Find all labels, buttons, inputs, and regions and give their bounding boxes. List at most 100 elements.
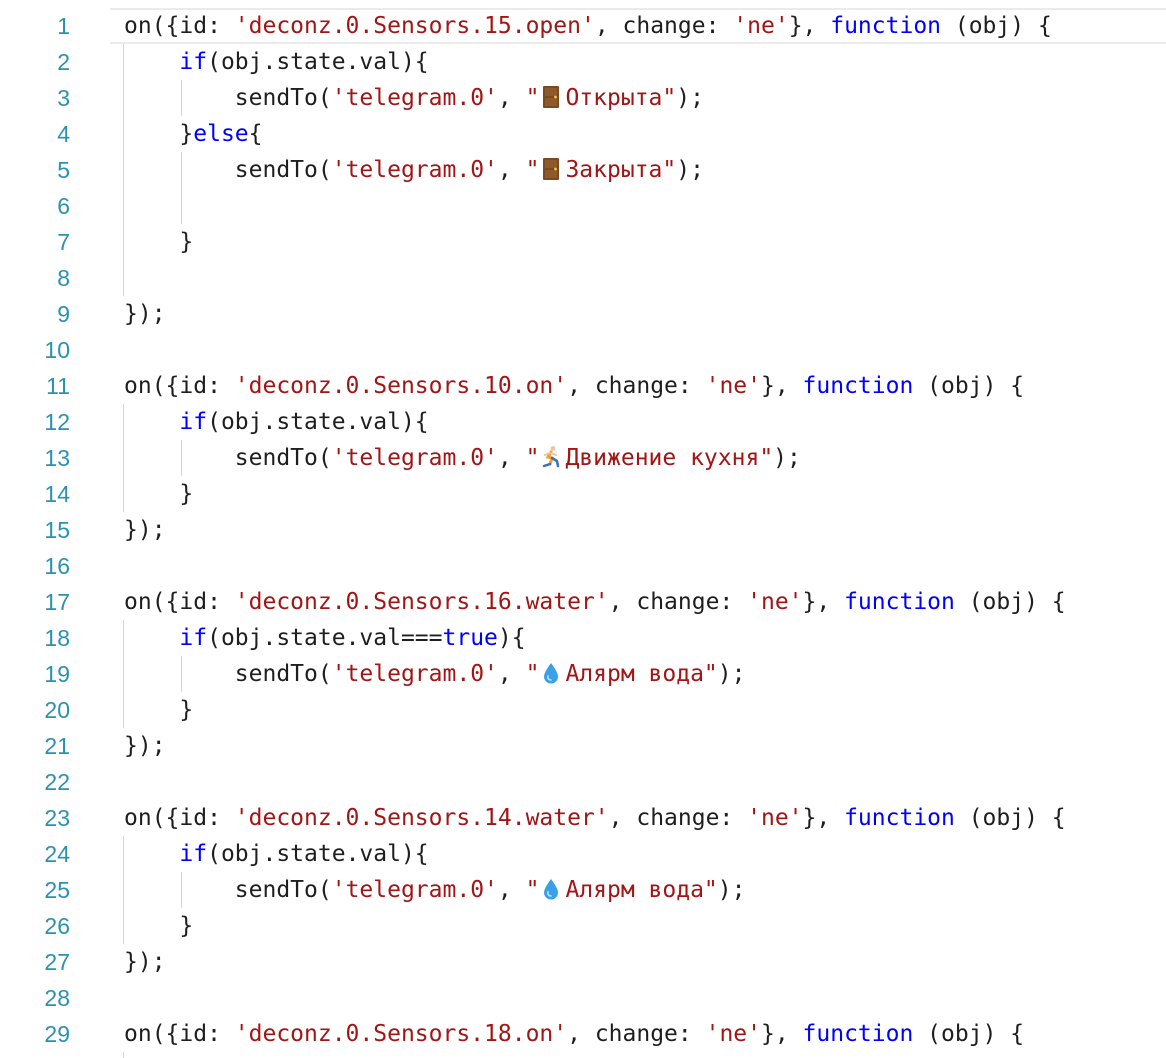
code-line[interactable]: 16	[0, 548, 1166, 584]
code-line[interactable]: 22	[0, 764, 1166, 800]
indent-guide	[181, 656, 182, 692]
line-number: 23	[44, 805, 70, 831]
code-line[interactable]: 4 }else{	[0, 116, 1166, 152]
indent-guide	[123, 908, 124, 944]
code-text[interactable]: on({id: 'deconz.0.Sensors.14.water', cha…	[124, 800, 1166, 836]
string-token: "	[525, 85, 540, 111]
line-number: 9	[57, 301, 70, 327]
code-line[interactable]: 5 sendTo('telegram.0', "Закрыта");	[0, 152, 1166, 188]
code-text[interactable]	[124, 1052, 1166, 1058]
line-number: 1	[57, 13, 70, 39]
code-text[interactable]: sendTo('telegram.0', "Алярм вода");	[124, 872, 1166, 908]
code-text[interactable]: sendTo('telegram.0', "Движение кухня");	[124, 440, 1166, 476]
code-token: sendTo(	[234, 85, 332, 111]
string-token: 'ne'	[705, 1021, 761, 1047]
code-line[interactable]: 9});	[0, 296, 1166, 332]
code-text[interactable]	[124, 188, 1166, 224]
code-line[interactable]: 28	[0, 980, 1166, 1016]
code-line[interactable]: 14 }	[0, 476, 1166, 512]
code-text[interactable]: }	[124, 908, 1166, 944]
door-emoji	[543, 158, 560, 180]
code-text[interactable]: }	[124, 224, 1166, 260]
code-token: );	[717, 661, 746, 687]
code-line[interactable]: 8	[0, 260, 1166, 296]
string-token: 'telegram.0'	[331, 445, 498, 471]
code-line[interactable]: 12 if(obj.state.val){	[0, 404, 1166, 440]
code-line[interactable]: 7 }	[0, 224, 1166, 260]
code-token: },	[802, 805, 845, 831]
code-token: });	[124, 949, 166, 975]
code-text[interactable]: });	[124, 296, 1166, 332]
code-text[interactable]: sendTo('telegram.0', "Открыта");	[124, 80, 1166, 116]
line-number: 28	[44, 985, 70, 1011]
code-line[interactable]: 3 sendTo('telegram.0', "Открыта");	[0, 80, 1166, 116]
indent-guide	[123, 44, 124, 80]
code-text[interactable]: });	[124, 944, 1166, 980]
code-line[interactable]: 21});	[0, 728, 1166, 764]
code-line[interactable]: 24 if(obj.state.val){	[0, 836, 1166, 872]
code-token: (obj) {	[941, 13, 1052, 39]
string-token: Алярм вода"	[565, 661, 718, 687]
code-text[interactable]: sendTo('telegram.0', "Алярм вода");	[124, 656, 1166, 692]
code-text[interactable]: }	[124, 476, 1166, 512]
code-text[interactable]: if(obj.state.val){	[124, 44, 1166, 80]
indent-guide	[123, 1052, 124, 1058]
code-token: );	[773, 445, 801, 471]
line-number: 6	[57, 193, 70, 219]
line-number: 13	[44, 445, 70, 471]
line-number: 12	[44, 409, 70, 435]
code-token: ,	[497, 877, 526, 903]
code-line[interactable]: 26 }	[0, 908, 1166, 944]
indent-guide	[181, 152, 182, 188]
code-line[interactable]: 19 sendTo('telegram.0', "Алярм вода");	[0, 656, 1166, 692]
code-line[interactable]: 23 on({id: 'deconz.0.Sensors.14.water', c…	[0, 800, 1166, 836]
line-number: 7	[57, 229, 70, 255]
indent-guide	[123, 440, 124, 476]
string-token: 'deconz.0.Sensors.15.open'	[234, 13, 595, 39]
code-line[interactable]: 13 sendTo('telegram.0', "Движение кухня"…	[0, 440, 1166, 476]
code-text[interactable]: });	[124, 728, 1166, 764]
string-token: Закрыта"	[565, 157, 677, 183]
indent-guide	[123, 116, 124, 152]
indent-guide	[123, 872, 124, 908]
code-line[interactable]: 2 if(obj.state.val){	[0, 44, 1166, 80]
code-editor[interactable]: 1 on({id: 'deconz.0.Sensors.15.open', cha…	[0, 8, 1166, 1058]
code-line[interactable]: 1 on({id: 'deconz.0.Sensors.15.open', cha…	[0, 8, 1166, 44]
code-text[interactable]: on({id: 'deconz.0.Sensors.10.on', change…	[124, 368, 1166, 404]
code-text[interactable]: on({id: 'deconz.0.Sensors.16.water', cha…	[124, 584, 1166, 620]
code-line[interactable]: 20 }	[0, 692, 1166, 728]
code-text[interactable]: sendTo('telegram.0', "Закрыта");	[124, 152, 1166, 188]
code-line[interactable]: 18 if(obj.state.val===true){	[0, 620, 1166, 656]
code-text[interactable]	[124, 260, 1166, 296]
code-token: (obj.state.val){	[207, 841, 429, 867]
keyword-token: function	[802, 373, 914, 399]
line-number: 24	[44, 841, 70, 867]
code-token: );	[676, 85, 704, 111]
code-text[interactable]: if(obj.state.val===true){	[124, 620, 1166, 656]
code-text[interactable]: on({id: 'deconz.0.Sensors.15.open', chan…	[124, 8, 1166, 44]
string-token: 'telegram.0'	[331, 85, 498, 111]
string-token: "	[525, 157, 540, 183]
code-text[interactable]: }	[124, 692, 1166, 728]
code-text[interactable]: });	[124, 512, 1166, 548]
code-text[interactable]: if(obj.state.val){	[124, 836, 1166, 872]
code-line[interactable]: 6	[0, 188, 1166, 224]
code-text[interactable]: }else{	[124, 116, 1166, 152]
code-line[interactable]: 15});	[0, 512, 1166, 548]
code-line[interactable]: 25 sendTo('telegram.0', "Алярм вода");	[0, 872, 1166, 908]
code-text[interactable]: on({id: 'deconz.0.Sensors.18.on', change…	[124, 1016, 1166, 1052]
string-token: 'telegram.0'	[331, 661, 498, 687]
string-token: 'ne'	[733, 13, 789, 39]
code-line[interactable]: 10	[0, 332, 1166, 368]
code-line[interactable]	[0, 1052, 1166, 1058]
indent-guide	[181, 188, 182, 224]
code-text[interactable]: if(obj.state.val){	[124, 404, 1166, 440]
keyword-token: function	[830, 13, 942, 39]
code-line[interactable]: 27});	[0, 944, 1166, 980]
code-token: sendTo(	[234, 157, 332, 183]
indent-guide	[123, 80, 124, 116]
droplet-emoji	[544, 663, 559, 684]
